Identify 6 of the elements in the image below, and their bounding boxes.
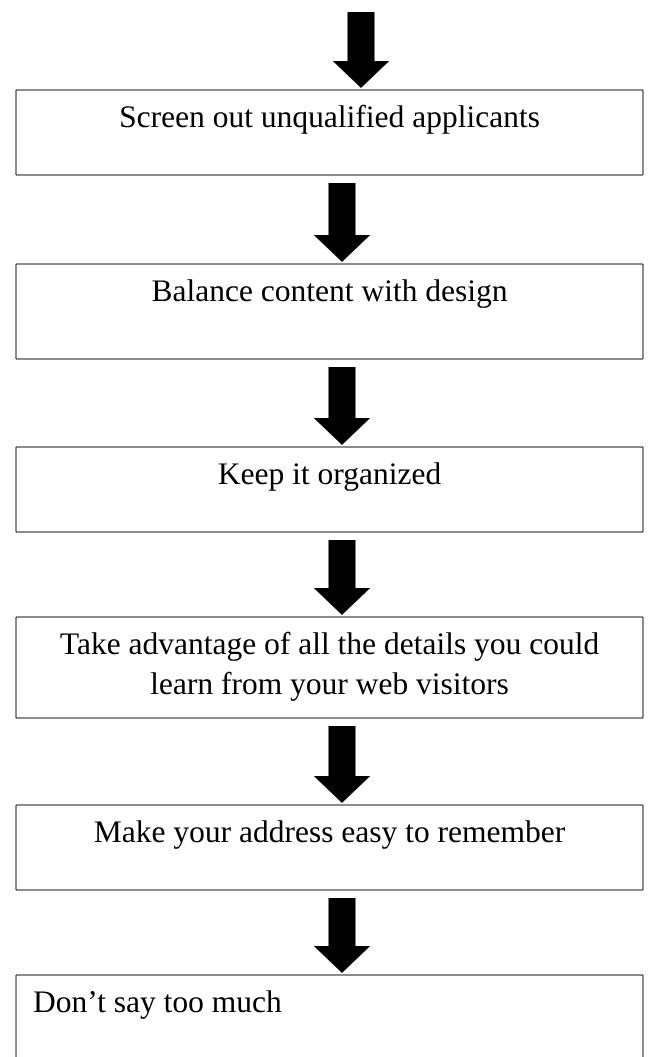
process-box: Don’t say too much: [15, 974, 644, 1057]
process-box: Screen out unqualified applicants: [15, 89, 644, 176]
process-box: Make your address easy to remember: [15, 804, 644, 891]
process-box: Balance content with design: [15, 263, 644, 360]
process-box: Take advantage of all the details you could learn from your web visitors: [15, 616, 644, 719]
process-box: Keep it organized: [15, 446, 644, 533]
